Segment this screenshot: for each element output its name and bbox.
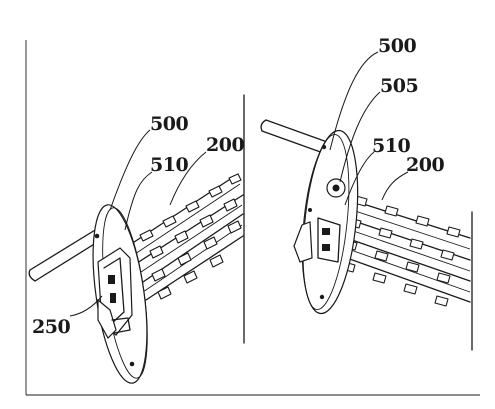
left-hub-bracket: [97, 247, 133, 339]
label-250-left: 250: [32, 316, 70, 338]
left-shaft: [28, 226, 105, 282]
left-view: 500 510 200 250: [28, 113, 245, 384]
label-500-right: 500: [378, 35, 416, 57]
right-leader-lines: [329, 51, 409, 206]
label-505-right: 505: [380, 75, 418, 97]
label-500-left: 500: [150, 113, 188, 135]
left-leader-lines: [69, 129, 207, 317]
label-200-right: 200: [406, 154, 444, 176]
left-tube-assembly: [127, 173, 244, 301]
label-200-left: 200: [206, 134, 244, 156]
right-shaft: [260, 119, 331, 155]
label-510-left: 510: [150, 154, 188, 176]
right-view: 500 505 510 200: [260, 35, 471, 315]
right-hub: [293, 178, 346, 263]
label-510-right: 510: [372, 135, 410, 157]
